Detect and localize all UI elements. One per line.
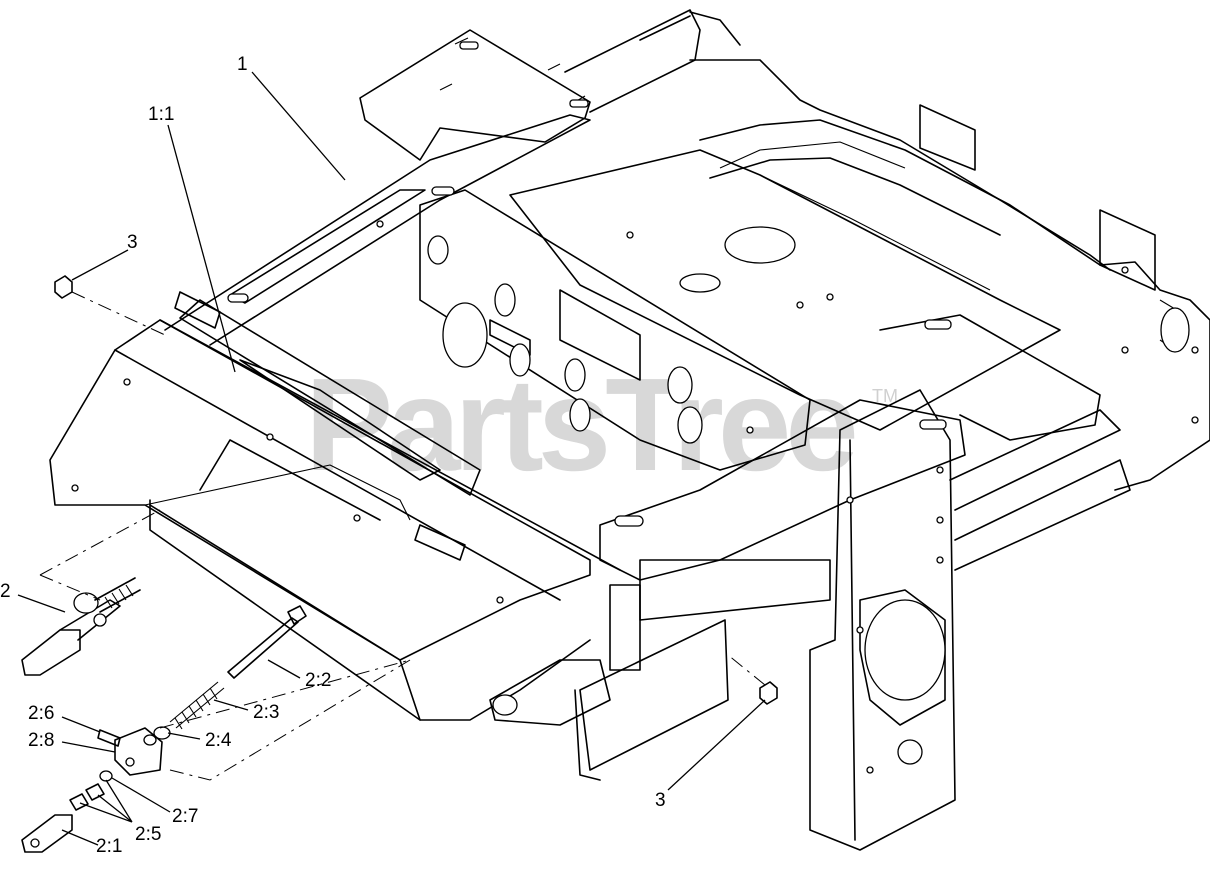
callout-2-3: 2:3 [253, 702, 279, 723]
callout-2-4: 2:4 [205, 730, 232, 751]
callout-2: 2 [0, 581, 11, 602]
callout-labels: 1 1:1 2 2:1 2:2 2:3 2:4 2:5 2:6 2:7 2:8 … [0, 54, 666, 857]
frame-holes [71, 41, 1199, 774]
callout-2-1: 2:1 [96, 836, 122, 857]
callout-2-6: 2:6 [28, 703, 54, 724]
callout-1: 1 [237, 54, 248, 75]
callout-2-2: 2:2 [305, 670, 331, 691]
callout-3-bottom: 3 [655, 790, 666, 811]
callout-2-8: 2:8 [28, 730, 54, 751]
callout-3-top: 3 [127, 232, 138, 253]
callout-1-1: 1:1 [148, 104, 174, 125]
watermark-trademark: TM [872, 386, 898, 406]
linkage-assembly [21, 275, 778, 853]
assembly-lines [39, 291, 766, 781]
callout-2-7: 2:7 [172, 806, 198, 827]
callout-2-5: 2:5 [135, 824, 161, 845]
leader-lines [17, 71, 766, 846]
